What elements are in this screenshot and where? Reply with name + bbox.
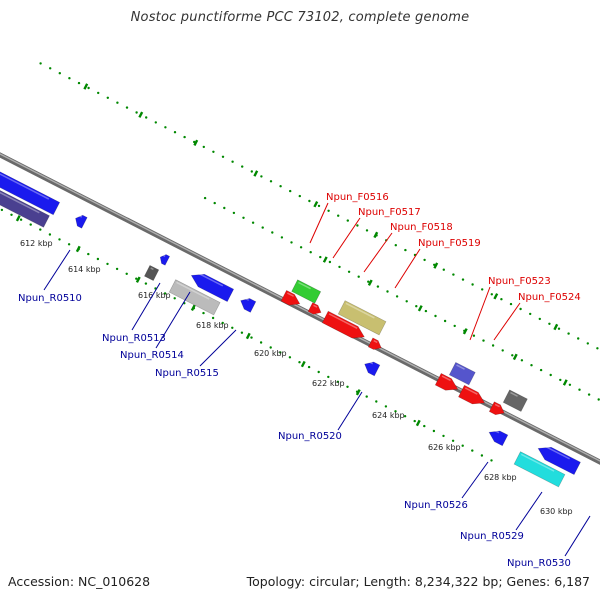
outer-band-dashes	[83, 83, 559, 331]
reverse-gene-label[interactable]: Npun_R0530	[507, 558, 571, 569]
gene-f0524[interactable]	[458, 384, 487, 408]
gene-f0517[interactable]	[337, 300, 387, 336]
forward-gene-label[interactable]: Npun_F0523	[488, 276, 551, 287]
gene-small-blue-1[interactable]	[73, 213, 88, 229]
inner-dotted-band-upper	[203, 196, 600, 401]
gene-grey-forward[interactable]	[502, 389, 528, 412]
forward-gene-label[interactable]: Npun_F0519	[418, 238, 481, 249]
gene-f0516[interactable]	[291, 279, 322, 304]
tick-label: 620 kbp	[254, 349, 287, 358]
forward-gene-label[interactable]: Npun_F0524	[518, 292, 581, 303]
tick-label: 630 kbp	[540, 507, 573, 516]
tick-label: 618 kbp	[196, 321, 229, 330]
reverse-gene-label[interactable]: Npun_R0526	[404, 500, 468, 511]
genome-summary-text: Topology: circular; Length: 8,234,322 bp…	[246, 574, 590, 589]
reverse-gene-label[interactable]: Npun_R0510	[18, 293, 82, 304]
gene-r0514[interactable]	[188, 269, 235, 303]
tick-label: 626 kbp	[428, 443, 461, 452]
tick-label: 622 kbp	[312, 379, 345, 388]
gene-f0523b[interactable]	[434, 372, 461, 395]
reverse-gene-label[interactable]: Npun_R0513	[102, 333, 166, 344]
forward-gene-label[interactable]: Npun_F0518	[390, 222, 453, 233]
gene-f0516b[interactable]	[280, 289, 302, 309]
gene-f0523[interactable]	[448, 361, 476, 386]
forward-gene-label[interactable]: Npun_F0516	[326, 192, 389, 203]
tick-label: 616 kbp	[138, 291, 171, 300]
gene-r0529[interactable]	[535, 442, 581, 476]
gene-r0530[interactable]	[513, 451, 566, 488]
reverse-gene-label[interactable]: Npun_R0529	[460, 531, 524, 542]
gene-r0515[interactable]	[168, 279, 221, 316]
gene-small-blue-2[interactable]	[158, 253, 171, 266]
genome-backbone	[0, 152, 600, 465]
gene-r0513[interactable]	[144, 264, 160, 282]
lower-band-dashes	[15, 215, 421, 427]
tick-label: 612 kbp	[20, 239, 53, 248]
gene-small-blue-3[interactable]	[238, 295, 257, 313]
gene-r0510a[interactable]	[0, 165, 61, 216]
tick-label: 624 kbp	[372, 411, 405, 420]
gene-r0520[interactable]	[362, 359, 381, 377]
gene-f0519[interactable]	[367, 337, 383, 352]
gene-f0518[interactable]	[321, 310, 367, 343]
gene-r0526[interactable]	[486, 427, 509, 447]
gene-f0524b[interactable]	[488, 401, 506, 418]
forward-gene-label[interactable]: Npun_F0517	[358, 207, 421, 218]
accession-text: Accession: NC_010628	[8, 574, 151, 589]
upper-band-dashes	[322, 256, 568, 386]
reverse-gene-label[interactable]: Npun_R0514	[120, 350, 184, 361]
tick-label: 614 kbp	[68, 265, 101, 274]
gene-f0517b[interactable]	[307, 302, 323, 317]
reverse-gene-label[interactable]: Npun_R0520	[278, 431, 342, 442]
tick-label: 628 kbp	[484, 473, 517, 482]
gene-r0510b[interactable]	[0, 180, 50, 228]
map-title: Nostoc punctiforme PCC 73102, complete g…	[130, 10, 470, 25]
inner-dotted-band-lower	[0, 208, 493, 462]
reverse-gene-label[interactable]: Npun_R0515	[155, 368, 219, 379]
